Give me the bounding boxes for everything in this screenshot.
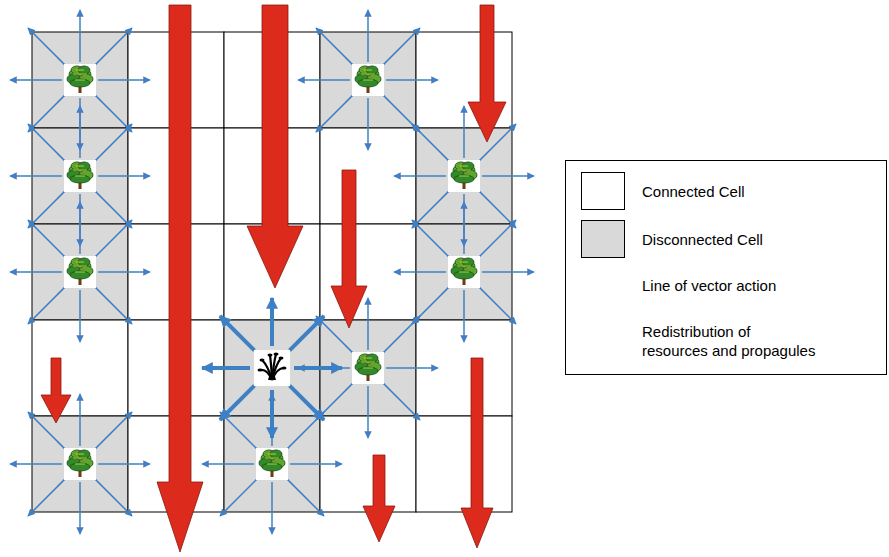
redistribution-arrow <box>394 175 446 177</box>
redistribution-arrow <box>28 478 66 516</box>
redistribution-arrow <box>478 190 516 228</box>
redistribution-arrow <box>28 190 66 228</box>
redistribution-arrow <box>98 175 150 177</box>
redistribution-arrow <box>482 271 534 273</box>
redistribution-arrow <box>94 412 132 450</box>
redistribution-arrow <box>270 298 274 346</box>
vector-arrow <box>41 358 71 423</box>
tree-icon <box>64 448 96 480</box>
redistribution-arrow <box>463 290 465 342</box>
legend-swatch <box>581 172 625 210</box>
tree-icon <box>352 64 384 96</box>
redistribution-arrow <box>290 316 324 350</box>
vector-arrow <box>461 358 493 548</box>
redistribution-arrow <box>10 271 62 273</box>
redistribution-arrow <box>298 367 350 369</box>
tree-icon <box>64 256 96 288</box>
redistribution-arrow <box>220 478 258 516</box>
redistribution-arrow <box>94 220 132 258</box>
redistribution-arrow <box>28 220 66 258</box>
vector-arrow <box>247 5 303 288</box>
legend-text: Line of vector action <box>642 276 818 295</box>
redistribution-arrow <box>386 79 438 81</box>
redistribution-arrow <box>290 463 342 465</box>
redistribution-arrow <box>79 202 81 254</box>
redistribution-arrow <box>478 220 516 258</box>
redistribution-arrow <box>98 463 150 465</box>
redistribution-arrow <box>382 382 420 420</box>
redistribution-arrow <box>412 124 450 162</box>
redistribution-arrow <box>382 316 420 354</box>
redistribution-arrow <box>79 394 81 446</box>
redistribution-arrow <box>271 394 273 446</box>
tree-icon <box>64 160 96 192</box>
redistribution-arrow <box>79 482 81 534</box>
redistribution-arrow <box>94 190 132 228</box>
redistribution-arrow <box>202 366 250 370</box>
redistribution-arrow <box>463 106 465 158</box>
redistribution-arrow <box>367 98 369 150</box>
redistribution-arrow <box>478 286 516 324</box>
redistribution-arrow <box>94 94 132 132</box>
vector-arrow <box>157 5 203 552</box>
redistribution-arrow <box>98 271 150 273</box>
redistribution-arrow <box>382 28 420 66</box>
redistribution-arrow <box>94 478 132 516</box>
legend-text: Redistribution of resources and propagul… <box>642 322 818 360</box>
redistribution-arrow <box>386 367 438 369</box>
tree-icon <box>448 160 480 192</box>
shrub-icon <box>254 350 290 386</box>
redistribution-arrow <box>28 124 66 162</box>
legend-text: Disconnected Cell <box>642 230 818 249</box>
redistribution-arrow <box>286 478 324 516</box>
redistribution-arrow <box>316 28 354 66</box>
redistribution-arrow <box>94 28 132 66</box>
redistribution-arrow <box>10 79 62 81</box>
redistribution-arrow <box>28 412 66 450</box>
redistribution-arrow <box>202 463 254 465</box>
redistribution-arrow <box>298 79 350 81</box>
redistribution-arrow <box>367 298 369 350</box>
legend-swatch <box>581 220 625 258</box>
redistribution-arrow <box>28 28 66 66</box>
redistribution-arrow <box>367 10 369 62</box>
redistribution-arrow <box>482 175 534 177</box>
redistribution-arrow <box>79 290 81 342</box>
redistribution-arrow <box>367 386 369 438</box>
vector-arrow <box>363 455 395 542</box>
redistribution-arrow <box>394 271 446 273</box>
grid-cell <box>416 416 512 512</box>
redistribution-arrow <box>79 106 81 158</box>
redistribution-arrow <box>94 286 132 324</box>
tree-icon <box>448 256 480 288</box>
redistribution-arrow <box>10 175 62 177</box>
redistribution-arrow <box>271 482 273 534</box>
vector-arrows <box>41 5 506 552</box>
redistribution-arrow <box>28 94 66 132</box>
tree-icon <box>256 448 288 480</box>
tree-icon <box>352 352 384 384</box>
redistribution-arrow <box>94 124 132 162</box>
redistribution-arrow <box>220 316 254 350</box>
redistribution-arrow <box>286 412 324 450</box>
redistribution-arrow <box>463 202 465 254</box>
redistribution-arrow <box>316 94 354 132</box>
redistribution-arrow <box>290 386 324 420</box>
redistribution-arrow <box>220 386 254 420</box>
redistribution-arrow <box>10 463 62 465</box>
tree-icon <box>64 64 96 96</box>
redistribution-arrow <box>98 79 150 81</box>
redistribution-arrow <box>28 286 66 324</box>
redistribution-arrow <box>412 190 450 228</box>
redistribution-arrow <box>79 10 81 62</box>
legend-text: Connected Cell <box>642 182 818 201</box>
vector-arrow <box>468 5 506 142</box>
vector-arrow <box>331 170 367 328</box>
redistribution-arrow <box>220 412 258 450</box>
redistribution-arrow <box>412 220 450 258</box>
